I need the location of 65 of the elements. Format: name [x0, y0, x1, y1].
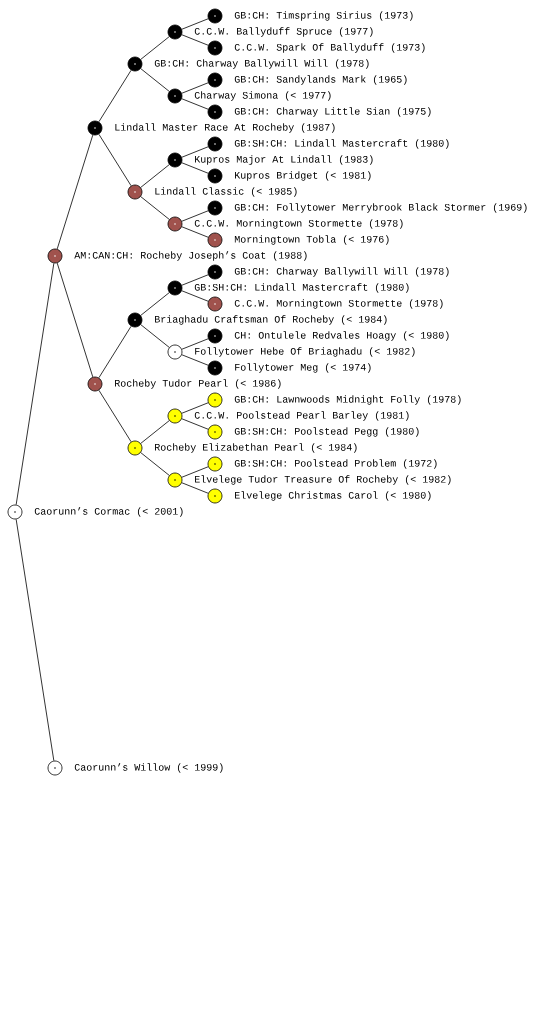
tree-line	[181, 226, 209, 238]
name-label: Caorunn’s Willow (< 1999)	[74, 763, 223, 773]
tree-line	[181, 82, 209, 94]
tree-line	[98, 389, 132, 443]
tree-line	[181, 34, 209, 46]
name-label: Kupros Bridget (< 1981)	[235, 171, 371, 181]
tree-line	[181, 354, 209, 366]
tree-line	[181, 482, 209, 494]
name-label: Lindall Master Race At Rocheby (1987)	[115, 123, 335, 133]
tree-line	[181, 98, 209, 110]
name-label: GB:SH:CH: Poolstead Pegg (1980)	[234, 427, 419, 437]
name-label: Rocheby Elizabethan Pearl (< 1984)	[155, 443, 357, 453]
tree-line	[15, 518, 55, 762]
name-label: C.C.W. Spark Of Ballyduff (1973)	[234, 43, 425, 53]
tree-line	[140, 68, 170, 92]
name-label: GB:SH:CH: Lindall Mastercraft (1980)	[194, 283, 409, 293]
tree-line	[181, 466, 209, 478]
tree-line	[140, 292, 170, 316]
name-label: Follytower Hebe Of Briaghadu (< 1982)	[195, 347, 415, 357]
tree-line	[140, 324, 170, 348]
name-label: Morningtown Tobla (< 1976)	[234, 235, 389, 245]
tree-line	[181, 210, 209, 222]
name-label: AM:CAN:CH: Rocheby Joseph’s Coat (1988)	[74, 251, 307, 261]
name-label: GB:CH: Follytower Merrybrook Black Stormer (1969)	[234, 203, 527, 213]
name-label: C.C.W. Ballyduff Spruce (1977)	[194, 27, 373, 37]
name-label: Follytower Meg (< 1974)	[235, 363, 371, 373]
name-label: C.C.W. Morningtown Stormette (1978)	[234, 299, 443, 309]
tree-line	[140, 452, 170, 476]
name-label: Briaghadu Craftsman Of Rocheby (< 1984)	[155, 315, 387, 325]
name-label: GB:SH:CH: Poolstead Problem (1972)	[234, 459, 437, 469]
name-label: Kupros Major At Lindall (1983)	[195, 155, 373, 165]
tree-line	[181, 162, 209, 174]
name-label: GB:CH: Charway Ballywill Will (1978)	[234, 267, 449, 277]
tree-line	[181, 274, 209, 286]
name-label: GB:CH: Lawnwoods Midnight Folly (1978)	[234, 395, 461, 405]
tree-line	[56, 262, 94, 378]
name-label: GB:SH:CH: Lindall Mastercraft (1980)	[234, 139, 449, 149]
name-label: GB:CH: Charway Little Sian (1975)	[234, 107, 431, 117]
tree-line	[140, 420, 170, 444]
name-label: C.C.W. Poolstead Pearl Barley (1981)	[194, 411, 409, 421]
tree-line	[140, 196, 170, 220]
tree-line	[181, 290, 209, 302]
name-label: Charway Simona (< 1977)	[194, 91, 331, 101]
tree-line	[98, 69, 132, 123]
name-label: Elvelege Christmas Carol (< 1980)	[235, 491, 431, 501]
name-label: GB:CH: Timspring Sirius (1973)	[234, 11, 413, 21]
tree-line	[140, 164, 170, 188]
tree-line	[181, 338, 209, 350]
name-label: Rocheby Tudor Pearl (< 1986)	[115, 379, 281, 389]
tree-line	[181, 402, 209, 414]
name-label: Lindall Classic (< 1985)	[155, 187, 297, 197]
tree-line	[98, 325, 132, 379]
tree-line	[181, 418, 209, 430]
tree-line	[181, 18, 209, 30]
name-label: CH: Ontulele Redvales Hoagy (< 1980)	[234, 331, 449, 341]
name-label: Elvelege Tudor Treasure Of Rocheby (< 1982)	[195, 475, 451, 485]
name-label: Caorunn’s Cormac (< 2001)	[34, 507, 183, 517]
tree-line	[98, 133, 132, 187]
tree-line	[15, 262, 55, 506]
name-label: GB:CH: Sandylands Mark (1965)	[234, 75, 407, 85]
name-label: GB:CH: Charway Ballywill Will (1978)	[154, 59, 369, 69]
tree-line	[181, 146, 209, 158]
tree-line	[56, 134, 94, 250]
tree-line	[140, 36, 170, 60]
name-label: C.C.W. Morningtown Stormette (1978)	[194, 219, 403, 229]
